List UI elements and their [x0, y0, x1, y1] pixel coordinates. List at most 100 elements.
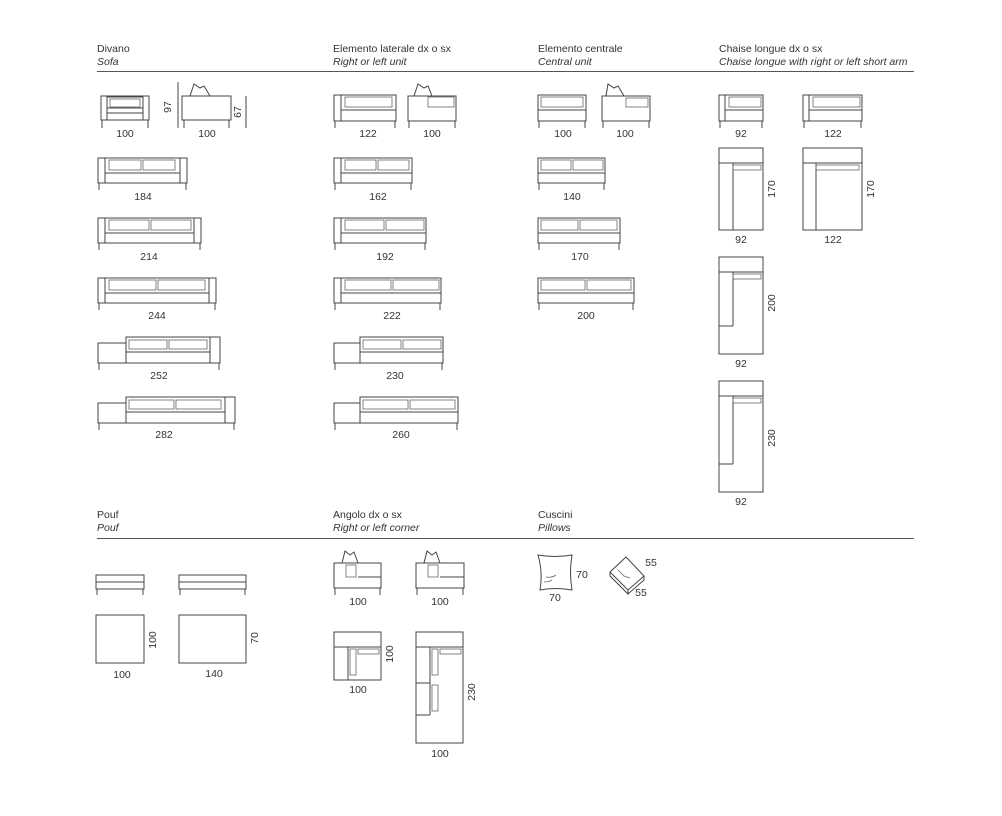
- section-sofa-subtitle: Sofa: [97, 56, 119, 68]
- chaise-front-122: [802, 94, 863, 128]
- side-dim-192: 192: [376, 251, 394, 263]
- section-pouf-subtitle: Pouf: [97, 522, 119, 534]
- section-chaise-subtitle: Chaise longue with right or left short a…: [719, 56, 908, 68]
- top-divider: [97, 71, 914, 72]
- pouf-dim-100-w: 100: [113, 669, 131, 681]
- section-corner-subtitle: Right or left corner: [333, 522, 420, 534]
- sofa-282: [97, 396, 236, 430]
- sofa-dim-97: 97: [162, 101, 174, 113]
- central-dim-170: 170: [571, 251, 589, 263]
- chaise-dim-122: 122: [824, 128, 842, 140]
- section-chaise-title: Chaise longue dx o sx: [719, 43, 823, 55]
- section-side-subtitle: Right or left unit: [333, 56, 407, 68]
- chaise-dim-92-230-l: 230: [766, 429, 778, 447]
- central-side-view: [601, 83, 651, 128]
- corner-dim-plan-a-d: 100: [384, 645, 396, 663]
- chaise-dim-122-170-w: 122: [824, 234, 842, 246]
- pouf-plan-140: [178, 614, 247, 664]
- chaise-plan-92-170: [718, 147, 764, 231]
- corner-plan-a: [333, 631, 382, 681]
- side-side-view: [407, 83, 457, 128]
- chaise-dim-122-170-l: 170: [865, 180, 877, 198]
- pillow-dim-70-h: 70: [576, 569, 588, 581]
- side-dim-230: 230: [386, 370, 404, 382]
- sofa-front-100: [100, 95, 150, 128]
- corner-front-b: [415, 550, 465, 595]
- sofa-dim-282: 282: [155, 429, 173, 441]
- central-dim-140: 140: [563, 191, 581, 203]
- section-pillows-title: Cuscini: [538, 509, 573, 521]
- corner-dim-plan-b-w: 100: [431, 748, 449, 760]
- section-corner-title: Angolo dx o sx: [333, 509, 402, 521]
- side-dim-side-100: 100: [423, 128, 441, 140]
- section-chaise-header: Chaise longue dx o sx Chaise longue with…: [719, 43, 908, 69]
- section-central-subtitle: Central unit: [538, 56, 592, 68]
- pouf-front-140: [178, 574, 247, 595]
- chaise-dim-92-200-l: 200: [766, 294, 778, 312]
- section-pouf-title: Pouf: [97, 509, 119, 521]
- pillow-dim-70-w: 70: [549, 592, 561, 604]
- pouf-dim-140-d: 70: [249, 632, 261, 644]
- section-side-title: Elemento laterale dx o sx: [333, 43, 451, 55]
- side-dim-222: 222: [383, 310, 401, 322]
- corner-dim-front-b: 100: [431, 596, 449, 608]
- section-central-header: Elemento centrale Central unit: [538, 43, 623, 69]
- sofa-214: [97, 217, 202, 250]
- sofa-244: [97, 277, 217, 310]
- corner-dim-front-a: 100: [349, 596, 367, 608]
- section-sofa-header: Divano Sofa: [97, 43, 130, 69]
- chaise-plan-92-200: [718, 256, 764, 355]
- sofa-dim-252: 252: [150, 370, 168, 382]
- pillow-55: [609, 556, 645, 596]
- pouf-plan-100: [95, 614, 145, 664]
- pouf-dim-100-d: 100: [147, 631, 159, 649]
- sofa-dim-100: 100: [116, 128, 134, 140]
- sofa-dim-side-100: 100: [198, 128, 216, 140]
- chaise-dim-92: 92: [735, 128, 747, 140]
- pouf-front-100: [95, 574, 145, 595]
- central-170: [537, 217, 621, 250]
- chaise-plan-122-170: [802, 147, 863, 231]
- pillow-70: [537, 554, 573, 591]
- side-dim-122: 122: [359, 128, 377, 140]
- section-corner-header: Angolo dx o sx Right or left corner: [333, 509, 419, 535]
- section-pillows-subtitle: Pillows: [538, 522, 571, 534]
- corner-dim-plan-b-l: 230: [466, 683, 478, 701]
- side-192: [333, 217, 427, 250]
- sofa-dim-214: 214: [140, 251, 158, 263]
- section-pouf-header: Pouf Pouf: [97, 509, 119, 535]
- central-140: [537, 157, 606, 190]
- chaise-dim-92-170-l: 170: [766, 180, 778, 198]
- side-front-122: [333, 94, 397, 128]
- side-260: [333, 396, 459, 430]
- pillow-dim-55-a: 55: [645, 557, 657, 569]
- sofa-252: [97, 336, 221, 370]
- side-dim-260: 260: [392, 429, 410, 441]
- side-162: [333, 157, 413, 190]
- section-pillows-header: Cuscini Pillows: [538, 509, 572, 535]
- central-200: [537, 277, 635, 310]
- corner-front-a: [333, 550, 382, 595]
- chaise-dim-92-230-w: 92: [735, 496, 747, 508]
- sofa-184: [97, 157, 188, 190]
- section-side-header: Elemento laterale dx o sx Right or left …: [333, 43, 451, 69]
- corner-dim-plan-a-w: 100: [349, 684, 367, 696]
- chaise-plan-92-230: [718, 380, 764, 493]
- central-dim-100: 100: [554, 128, 572, 140]
- side-222: [333, 277, 442, 310]
- chaise-dim-92-170-w: 92: [735, 234, 747, 246]
- sofa-dim-244: 244: [148, 310, 166, 322]
- side-230: [333, 336, 444, 370]
- chaise-dim-92-200-w: 92: [735, 358, 747, 370]
- side-dim-162: 162: [369, 191, 387, 203]
- corner-plan-b: [415, 631, 464, 744]
- pouf-dim-140-w: 140: [205, 668, 223, 680]
- sofa-dim-67: 67: [232, 106, 244, 118]
- section-sofa-title: Divano: [97, 43, 130, 55]
- central-front-100: [537, 94, 587, 128]
- sofa-dim-184: 184: [134, 191, 152, 203]
- sofa-side-view: [177, 82, 247, 128]
- chaise-front-92: [718, 94, 764, 128]
- central-dim-side-100: 100: [616, 128, 634, 140]
